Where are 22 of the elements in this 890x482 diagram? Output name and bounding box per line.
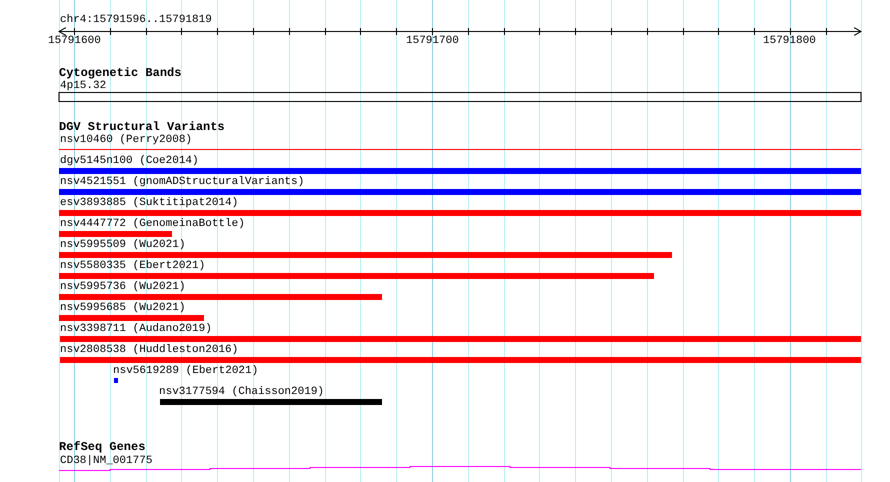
tick-label: 15791800 — [763, 35, 816, 48]
track-title: DGV Structural Variants — [59, 121, 225, 134]
feature-label: nsv3177594 (Chaisson2019) — [159, 386, 324, 399]
tick-label: 15791600 — [48, 35, 101, 48]
feature-label: nsv5995509 (Wu2021) — [60, 239, 186, 252]
feature-label: nsv2808538 (Huddleston2016) — [60, 344, 238, 357]
band-label: 4p15.32 — [60, 80, 106, 93]
feature-label: nsv4447772 (GenomeinaBottle) — [60, 218, 245, 231]
feature-label: nsv5995736 (Wu2021) — [60, 281, 186, 294]
gene-label: CD38|NM_001775 — [60, 455, 152, 468]
tick-label: 15791700 — [406, 35, 459, 48]
feature-label: nsv5580335 (Ebert2021) — [60, 260, 206, 273]
feature-label: nsv10460 (Perry2008) — [60, 134, 192, 147]
track-title: Cytogenetic Bands — [59, 67, 182, 80]
feature-label: esv3893885 (Suktitipat2014) — [60, 197, 238, 210]
feature-label: nsv3398711 (Audano2019) — [60, 323, 212, 336]
feature-label: dgv5145n100 (Coe2014) — [60, 155, 199, 168]
feature-label: nsv5995685 (Wu2021) — [60, 302, 186, 315]
track-title: RefSeq Genes — [59, 441, 146, 454]
position-label: chr4:15791596..15791819 — [60, 14, 212, 27]
feature-label: nsv5619289 (Ebert2021) — [113, 365, 258, 378]
feature-label: nsv4521551 (gnomADStructuralVariants) — [60, 176, 304, 189]
